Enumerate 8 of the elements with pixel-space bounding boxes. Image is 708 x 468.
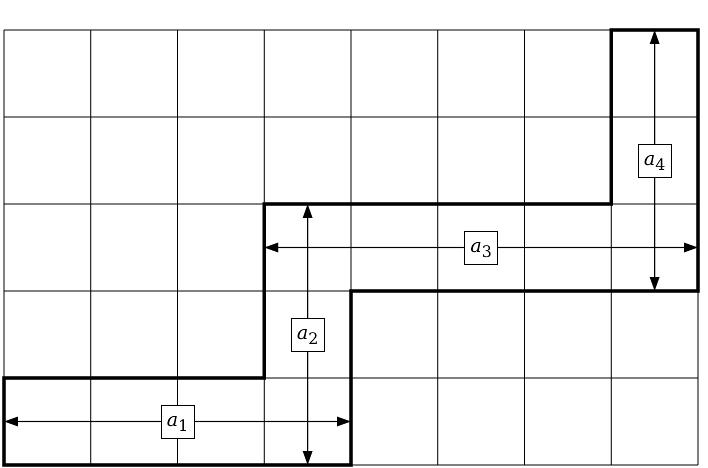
variable-label: a$_{2}$ (296, 322, 318, 348)
label-box (638, 144, 672, 178)
variable-label: a$_{4}$ (644, 148, 666, 174)
label-box (160, 404, 194, 438)
variable-label: a$_{1}$ (166, 408, 188, 434)
label-box (290, 318, 325, 352)
variable-label: a$_{3}$ (470, 234, 492, 260)
label-box (464, 230, 498, 264)
